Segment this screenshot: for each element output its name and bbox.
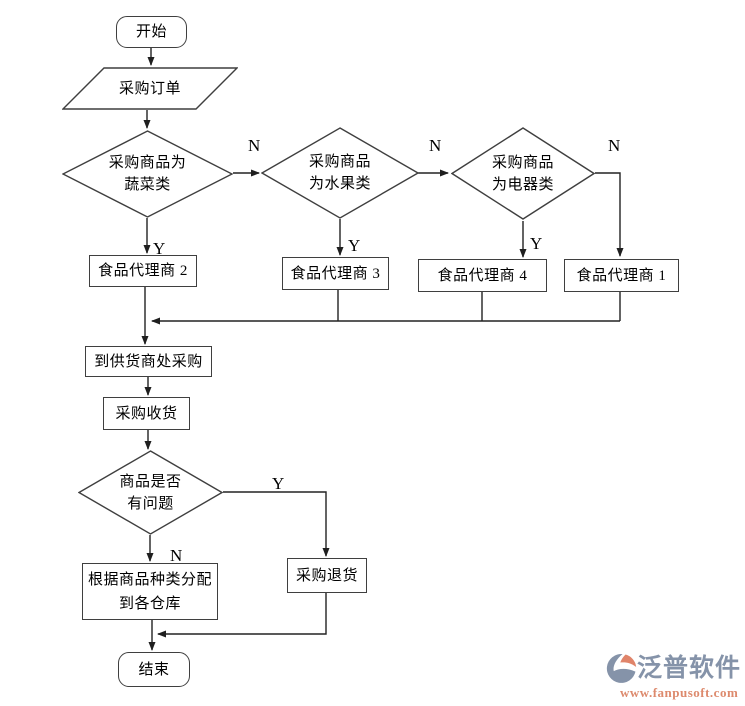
node-purchase-order: 采购订单 [62,67,238,110]
diamond-shape [261,127,419,219]
node-agent4-label: 食品代理商 4 [437,267,528,284]
branch-label-y3: Y [530,234,543,253]
node-receive-label: 采购收货 [115,405,178,422]
node-decision-fruit-label: 采购商品 为水果类 [308,154,371,192]
fanpu-logo-icon [606,653,637,683]
diamond-shape [62,130,233,218]
node-decision-problem-label: 商品是否 有问题 [119,473,182,512]
parallelogram-shape [62,67,238,110]
node-start-label: 开始 [135,24,167,40]
node-receive: 采购收货 [103,397,190,430]
node-agent1: 食品代理商 1 [564,259,679,292]
edge-electric-n-to-agent1 [595,172,624,257]
node-agent4: 食品代理商 4 [418,259,547,292]
node-decision-vegetable-label: 采购商品为 蔬菜类 [108,155,187,193]
node-decision-problem: 商品是否 有问题 [78,450,223,535]
branch-label-y2: Y [348,236,361,255]
node-end: 结束 [118,652,190,687]
node-agent1-label: 食品代理商 1 [576,267,667,284]
edge-return-to-merge [157,593,327,638]
diamond-shape [78,450,223,535]
branch-label-n4: N [170,546,183,565]
node-agent3-label: 食品代理商 3 [290,265,381,282]
node-supplier-label: 到供货商处采购 [94,353,203,370]
node-warehouse: 根据商品种类分配 到各仓库 [82,563,218,620]
node-agent2: 食品代理商 2 [89,255,197,287]
node-start: 开始 [116,16,187,48]
node-agent2-label: 食品代理商 2 [98,263,188,279]
node-return: 采购退货 [287,558,367,593]
node-end-label: 结束 [138,661,170,678]
fanpu-watermark: 泛普软件 www.fanpusoft.com [606,653,745,703]
fanpu-url-text: www.fanpusoft.com [620,685,739,700]
node-warehouse-label: 根据商品种类分配 到各仓库 [87,571,212,612]
branch-label-y1: Y [153,239,166,258]
node-decision-fruit: 采购商品 为水果类 [261,127,419,219]
node-decision-vegetable: 采购商品为 蔬菜类 [62,130,233,218]
branch-label-n3: N [608,136,621,155]
branch-label-n2: N [429,136,442,155]
diamond-shape [451,127,595,220]
branch-label-y4: Y [272,474,285,493]
node-decision-electric: 采购商品 为电器类 [451,127,595,220]
node-decision-electric-label: 采购商品 为电器类 [491,154,554,193]
node-return-label: 采购退货 [295,567,358,584]
edge-problem-y-to-return [223,491,330,557]
node-agent3: 食品代理商 3 [282,257,389,290]
branch-label-n1: N [248,136,261,155]
node-supplier: 到供货商处采购 [85,346,212,377]
node-purchase-order-label: 采购订单 [118,80,181,97]
fanpu-brand-text: 泛普软件 [637,655,742,682]
